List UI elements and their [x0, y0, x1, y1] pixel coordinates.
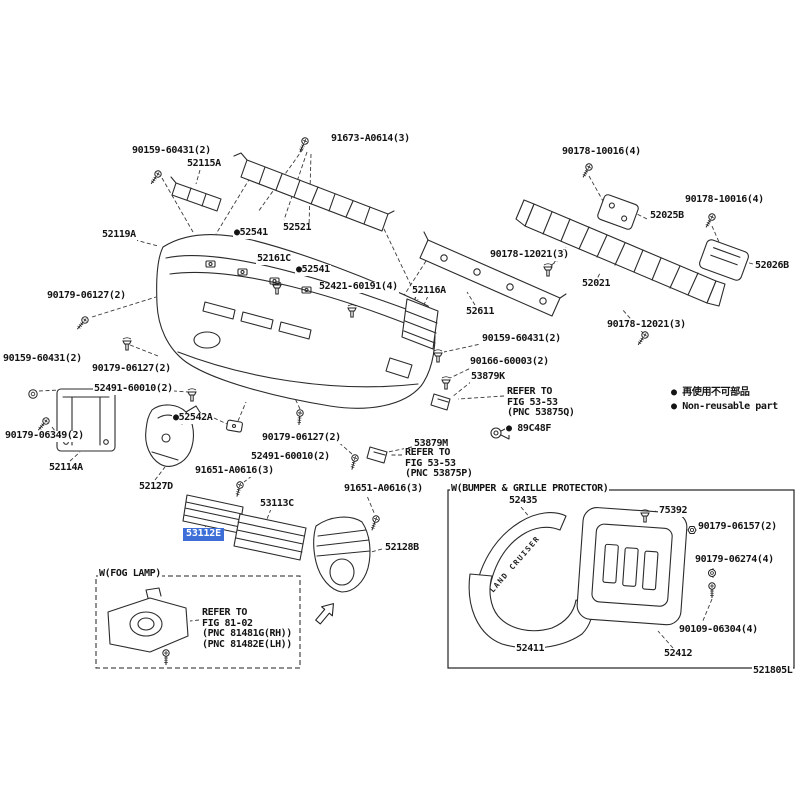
part-label-90109-06304[interactable]: 90109-06304(4)	[678, 624, 759, 636]
part-label-90159-60431-c[interactable]: 90159-60431(2)	[481, 333, 562, 345]
part-label-90179-06349[interactable]: 90179-06349(2)	[4, 430, 85, 442]
part-label-90178-12021-b[interactable]: 90178-12021(3)	[606, 319, 687, 331]
part-label-90159-60431-b[interactable]: 90159-60431(2)	[2, 353, 83, 365]
part-label-90179-06127-b[interactable]: 90179-06127(2)	[91, 363, 172, 375]
bracket-52026b	[699, 239, 749, 281]
note-refer-53-53-p: REFER TO FIG 53-53 (PNC 53875P)	[404, 447, 474, 480]
part-label-53879m[interactable]: 53879M	[413, 438, 449, 450]
part-label-90159-60431-a[interactable]: 90159-60431(2)	[131, 145, 212, 157]
part-label-53879k[interactable]: 53879K	[470, 371, 506, 383]
part-label-52128b[interactable]: 52128B	[384, 542, 420, 554]
box-header-protector: W(BUMPER & GRILLE PROTECTOR)	[450, 483, 610, 495]
part-label-52521[interactable]: 52521	[282, 222, 313, 234]
note-refer-81-02: REFER TO FIG 81-02 (PNC 81481G(RH)) (PNC…	[201, 607, 293, 650]
part-label-52421-60191[interactable]: 52421-60191(4)	[318, 281, 399, 293]
part-label-89c48f[interactable]: ● 89C48F	[505, 423, 552, 435]
part-label-53112e[interactable]: 53112E	[183, 528, 224, 541]
clip-52542a	[226, 419, 243, 433]
part-label-90178-10016-a[interactable]: 90178-10016(4)	[561, 146, 642, 158]
bracket-52025b	[597, 194, 639, 230]
part-label-90179-06157[interactable]: 90179-06157(2)	[697, 521, 778, 533]
bracket-53879m	[366, 446, 388, 464]
part-label-52119a[interactable]: 52119A	[101, 229, 137, 241]
absorber-52611	[419, 231, 567, 317]
part-label-52435[interactable]: 52435	[508, 495, 539, 507]
part-label-52541-b[interactable]: ●52541	[295, 264, 331, 276]
note-refer-53-53-q: REFER TO FIG 53-53 (PNC 53875Q)	[506, 386, 576, 419]
part-label-52541-a[interactable]: ●52541	[233, 227, 269, 239]
fog-cover-52128b	[313, 516, 371, 593]
part-label-75392[interactable]: 75392	[658, 505, 689, 517]
fog-lamp-unit	[107, 587, 189, 653]
part-label-52115a[interactable]: 52115A	[186, 158, 222, 170]
reinforcement-52021	[515, 199, 726, 307]
part-label-52114a[interactable]: 52114A	[48, 462, 84, 474]
part-label-90179-06274[interactable]: 90179-06274(4)	[694, 554, 775, 566]
direction-arrow	[315, 603, 334, 625]
protector-box	[447, 489, 795, 669]
part-label-52025b[interactable]: 52025B	[649, 210, 685, 222]
part-label-91651-a0616-b[interactable]: 91651-A0616(3)	[343, 483, 424, 495]
part-label-52611[interactable]: 52611	[465, 306, 496, 318]
bracket-52115a	[170, 176, 222, 212]
part-label-91651-a0616-a[interactable]: 91651-A0616(3)	[194, 465, 275, 477]
bracket-53879k	[430, 393, 451, 411]
legend-non-reusable-en: ● Non-reusable part	[670, 401, 779, 413]
part-label-90178-10016-b[interactable]: 90178-10016(4)	[684, 194, 765, 206]
horn-89c48f	[490, 426, 510, 440]
protector-52412	[576, 507, 688, 626]
part-label-52491-60010-b[interactable]: 52491-60010(2)	[250, 451, 331, 463]
legend-non-reusable-jp: ● 再使用不可部品	[670, 387, 751, 399]
part-label-52161c[interactable]: 52161C	[256, 253, 292, 265]
part-label-90179-06127-a[interactable]: 90179-06127(2)	[46, 290, 127, 302]
part-label-90166-60003[interactable]: 90166-60003(2)	[469, 356, 550, 368]
fog-lamp-box	[95, 575, 301, 669]
part-label-90179-06127-c[interactable]: 90179-06127(2)	[261, 432, 342, 444]
part-label-52542a[interactable]: ●52542A	[172, 412, 214, 424]
box-header-fog: W(FOG LAMP)	[98, 568, 162, 580]
bumper-cover-52119a	[156, 233, 436, 409]
part-label-52116a[interactable]: 52116A	[411, 285, 447, 297]
part-label-52411[interactable]: 52411	[515, 643, 546, 655]
grille-53112e	[182, 494, 244, 534]
part-label-52491-60010-a[interactable]: 52491-60010(2)	[93, 383, 174, 395]
part-label-53113c[interactable]: 53113C	[259, 498, 295, 510]
part-label-52026b[interactable]: 52026B	[754, 260, 790, 272]
part-label-52127d[interactable]: 52127D	[138, 481, 174, 493]
reinforcement-52521	[233, 152, 395, 232]
part-label-90178-12021-a[interactable]: 90178-12021(3)	[489, 249, 570, 261]
diagram-code: 521805L	[752, 665, 794, 677]
part-label-91673-a0614[interactable]: 91673-A0614(3)	[330, 133, 411, 145]
grille-53113c	[233, 513, 307, 561]
part-label-52021[interactable]: 52021	[581, 278, 612, 290]
part-label-52412[interactable]: 52412	[663, 648, 694, 660]
